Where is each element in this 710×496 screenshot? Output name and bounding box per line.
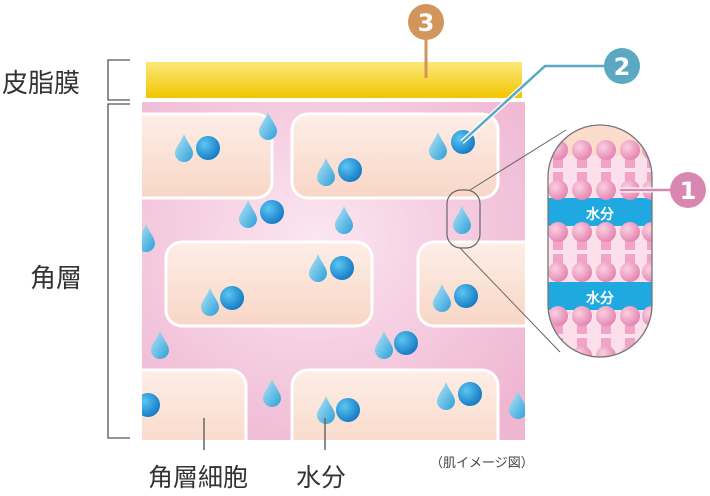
water-molecule-icon (196, 136, 220, 160)
lipid-head-icon (596, 180, 616, 200)
water-drop-icon (317, 158, 335, 186)
svg-text:3: 3 (418, 9, 435, 37)
image-note: （肌イメージ図） (430, 456, 534, 471)
water-molecule-icon (394, 331, 418, 355)
lipid-head-icon (548, 222, 568, 242)
water-drop-icon (509, 391, 525, 419)
badge-3 (408, 4, 444, 40)
water-drop-icon (239, 200, 257, 228)
water-drop-icon (142, 224, 155, 252)
water-drop-icon (437, 382, 455, 410)
water-molecule-icon (330, 256, 354, 280)
lipid-head-icon (620, 262, 640, 282)
lipid-head-icon (620, 140, 640, 160)
lipid-head-icon (548, 262, 568, 282)
water-drop-icon (453, 206, 471, 234)
lipid-head-icon (620, 306, 640, 326)
lipid-head-icon (572, 140, 592, 160)
water-drop-icon (151, 331, 169, 359)
water-layer-label: 水分 (586, 206, 614, 223)
lipid-head-icon (642, 222, 652, 242)
lipid-head-icon (548, 140, 568, 160)
lipid-head-icon (572, 222, 592, 242)
cell-label: 角層細胞 (148, 463, 249, 492)
lipid-head-icon (620, 222, 640, 242)
badge-1 (670, 172, 706, 208)
lipid-head-icon (642, 180, 652, 200)
water-drop-icon (263, 379, 281, 407)
water-layer-label: 水分 (586, 290, 614, 307)
lipid-zoom-panel (548, 125, 652, 357)
sebum-label: 皮脂膜 (2, 69, 81, 99)
lipid-head-icon (548, 306, 568, 326)
water-drop-icon (201, 288, 219, 316)
lipid-head-icon (548, 180, 568, 200)
lipid-head-icon (620, 346, 640, 357)
brackets (107, 59, 130, 439)
corneocyte (142, 368, 248, 440)
lipid-head-icon (548, 346, 568, 357)
sebum-film (146, 62, 522, 98)
water-drop-icon (317, 396, 335, 424)
corneocyte (164, 240, 374, 328)
water-drop-icon (433, 284, 451, 312)
corneocyte (416, 240, 525, 328)
water-drop-icon (309, 254, 327, 282)
lipid-head-icon (596, 346, 616, 357)
water-drop-icon (429, 132, 447, 160)
lipid-head-icon (572, 306, 592, 326)
water-drop-icon (375, 331, 393, 359)
water-drop-icon (175, 134, 193, 162)
water-molecule-icon (142, 393, 160, 417)
lipid-head-icon (572, 180, 592, 200)
stratum-label: 角層 (30, 264, 83, 294)
water-molecule-icon (220, 286, 244, 310)
corneocyte (142, 112, 274, 200)
lipid-head-icon (572, 262, 592, 282)
svg-text:2: 2 (614, 53, 631, 81)
lipid-head-icon (642, 262, 652, 282)
water-label: 水分 (296, 463, 347, 492)
water-molecule-icon (338, 158, 362, 182)
lipid-head-icon (642, 346, 652, 357)
lipid-head-icon (596, 140, 616, 160)
badge-2 (604, 48, 640, 84)
water-drop-icon (259, 112, 277, 140)
water-drop-icon (335, 206, 353, 234)
water-molecule-icon (336, 398, 360, 422)
lipid-head-icon (596, 262, 616, 282)
lipid-head-icon (642, 306, 652, 326)
water-molecule-icon (454, 284, 478, 308)
svg-text:1: 1 (680, 177, 697, 205)
water-molecule-icon (458, 382, 482, 406)
water-molecule-icon (260, 200, 284, 224)
zoom-region (446, 189, 481, 249)
lipid-head-icon (596, 222, 616, 242)
lipid-head-icon (596, 306, 616, 326)
